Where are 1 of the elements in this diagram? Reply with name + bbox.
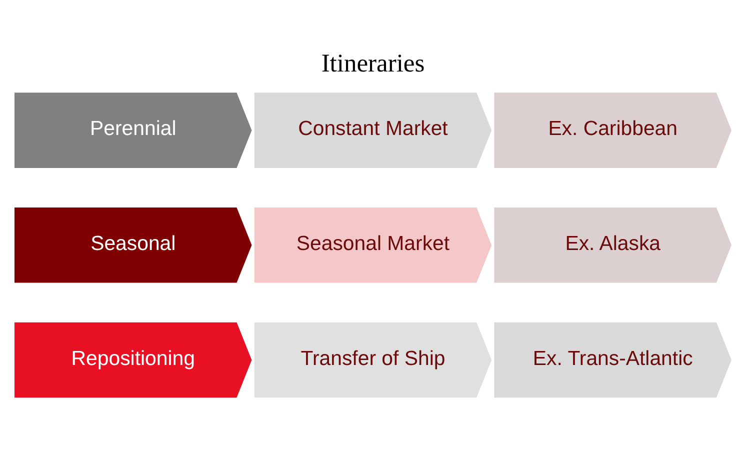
diagram-title: Itineraries [321,48,425,78]
